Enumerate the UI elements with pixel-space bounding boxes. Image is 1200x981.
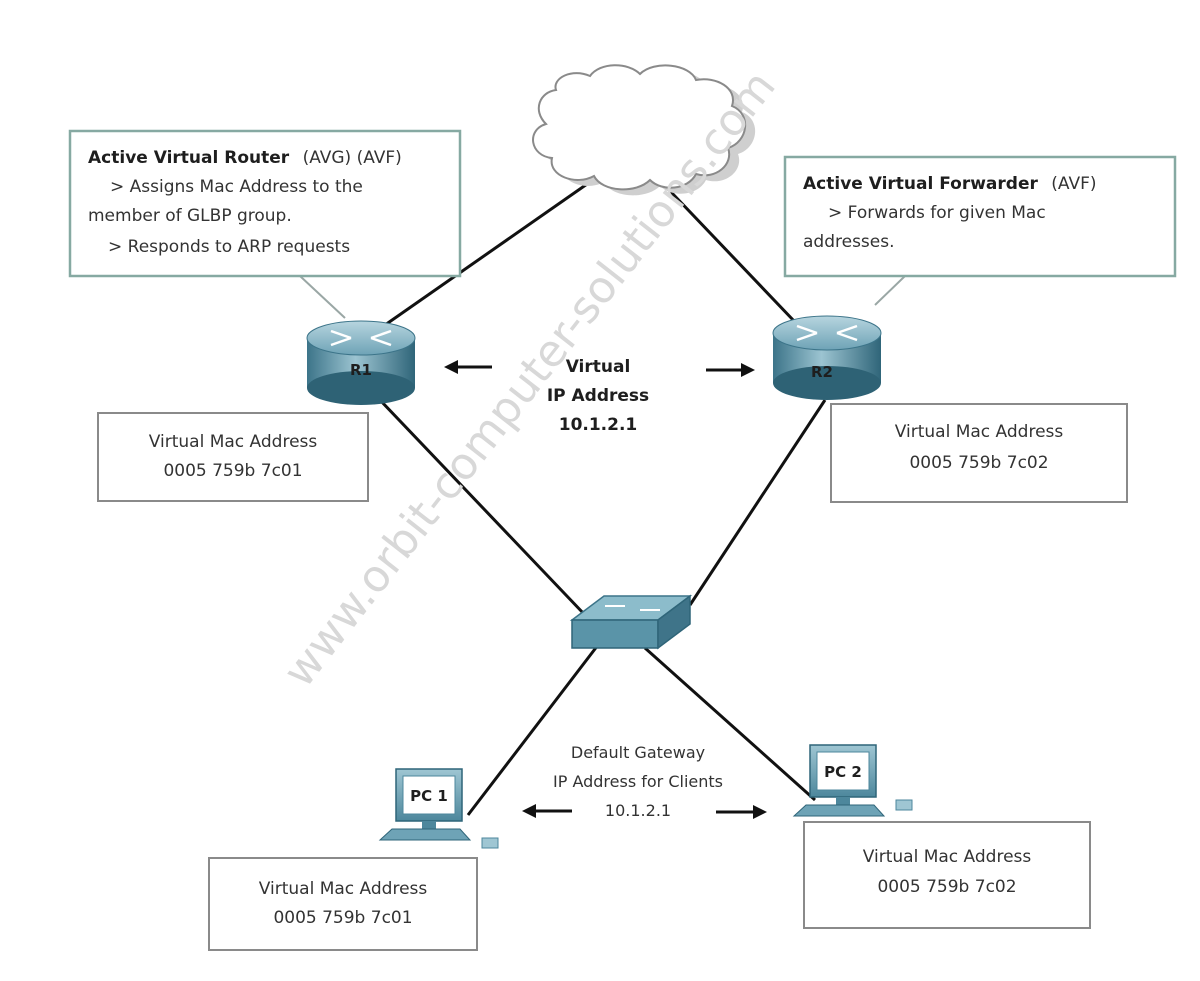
mac-box-r2: Virtual Mac Address 0005 759b 7c02	[830, 403, 1128, 503]
router-r1-icon: R1	[306, 320, 416, 405]
mac-box-pc2-title: Virtual Mac Address	[863, 847, 1032, 867]
avf-callout-pointer	[874, 275, 906, 306]
mac-box-r1-title: Virtual Mac Address	[149, 432, 318, 452]
links	[378, 168, 827, 816]
avg-line-1: > Assigns Mac Address to the	[110, 177, 363, 197]
gateway-line-2: IP Address for Clients	[553, 772, 723, 791]
link-switch-pc2	[644, 646, 816, 802]
router-r2-label: R2	[811, 363, 833, 381]
mac-box-pc1: Virtual Mac Address 0005 759b 7c01	[208, 857, 478, 951]
avg-line-2: member of GLBP group.	[88, 206, 292, 226]
avg-callout-box: Active Virtual Router (AVG) (AVF) > Assi…	[68, 129, 462, 278]
pc2-label: PC 2	[824, 763, 862, 781]
avf-tags: (AVF)	[1051, 174, 1096, 194]
virtual-ip-line-1: Virtual	[566, 357, 631, 377]
pc1-label: PC 1	[410, 787, 448, 805]
default-gateway-label: Default Gateway IP Address for Clients 1…	[553, 743, 723, 820]
avg-tags: (AVG) (AVF)	[303, 148, 402, 168]
mac-box-pc2-value: 0005 759b 7c02	[877, 877, 1016, 897]
virtual-ip-line-2: IP Address	[547, 386, 649, 406]
avf-line-2: addresses.	[803, 232, 895, 252]
router-r1-label: R1	[350, 361, 372, 379]
link-r1-switch	[378, 398, 587, 617]
avg-line-3: > Responds to ARP requests	[108, 237, 350, 257]
pc1-icon: PC 1	[378, 768, 499, 849]
link-r2-cloud	[648, 168, 797, 324]
avf-callout-box: Active Virtual Forwarder (AVF) > Forward…	[783, 155, 1177, 278]
link-r1-cloud	[384, 180, 591, 327]
avf-title: Active Virtual Forwarder	[803, 174, 1038, 194]
mac-box-r1-value: 0005 759b 7c01	[163, 461, 302, 481]
mac-box-pc2: Virtual Mac Address 0005 759b 7c02	[803, 821, 1091, 929]
switch-icon	[569, 594, 693, 650]
virtual-ip-label: Virtual IP Address 10.1.2.1	[547, 357, 649, 435]
router-r2-icon: R2	[772, 315, 882, 400]
link-switch-pc1	[466, 644, 600, 816]
pc2-icon: PC 2	[792, 744, 913, 817]
gateway-line-3: 10.1.2.1	[605, 801, 671, 820]
mac-box-r1: Virtual Mac Address 0005 759b 7c01	[97, 412, 369, 502]
avg-callout-pointer	[299, 275, 346, 319]
virtual-ip-line-3: 10.1.2.1	[559, 415, 638, 435]
gateway-arrow-right-icon	[716, 805, 767, 819]
mac-box-r2-value: 0005 759b 7c02	[909, 453, 1048, 473]
gateway-arrow-left-icon	[522, 804, 572, 818]
cloud-icon	[532, 64, 756, 196]
arrow-right-icon	[706, 363, 755, 377]
gateway-line-1: Default Gateway	[571, 743, 705, 762]
mac-box-r2-title: Virtual Mac Address	[895, 422, 1064, 442]
link-r2-switch	[688, 399, 827, 606]
mac-box-pc1-value: 0005 759b 7c01	[273, 908, 412, 928]
avf-line-1: > Forwards for given Mac	[828, 203, 1046, 223]
mac-box-pc1-title: Virtual Mac Address	[259, 879, 428, 899]
avg-title: Active Virtual Router	[88, 148, 290, 168]
svg-text:Active Virtual Forwarder: Active Virtual Forwarder (AVF)	[803, 174, 1097, 194]
svg-text:Active Virtual Router (A: Active Virtual Router (AVG) (AVF)	[88, 148, 402, 168]
arrow-left-icon	[444, 360, 492, 374]
